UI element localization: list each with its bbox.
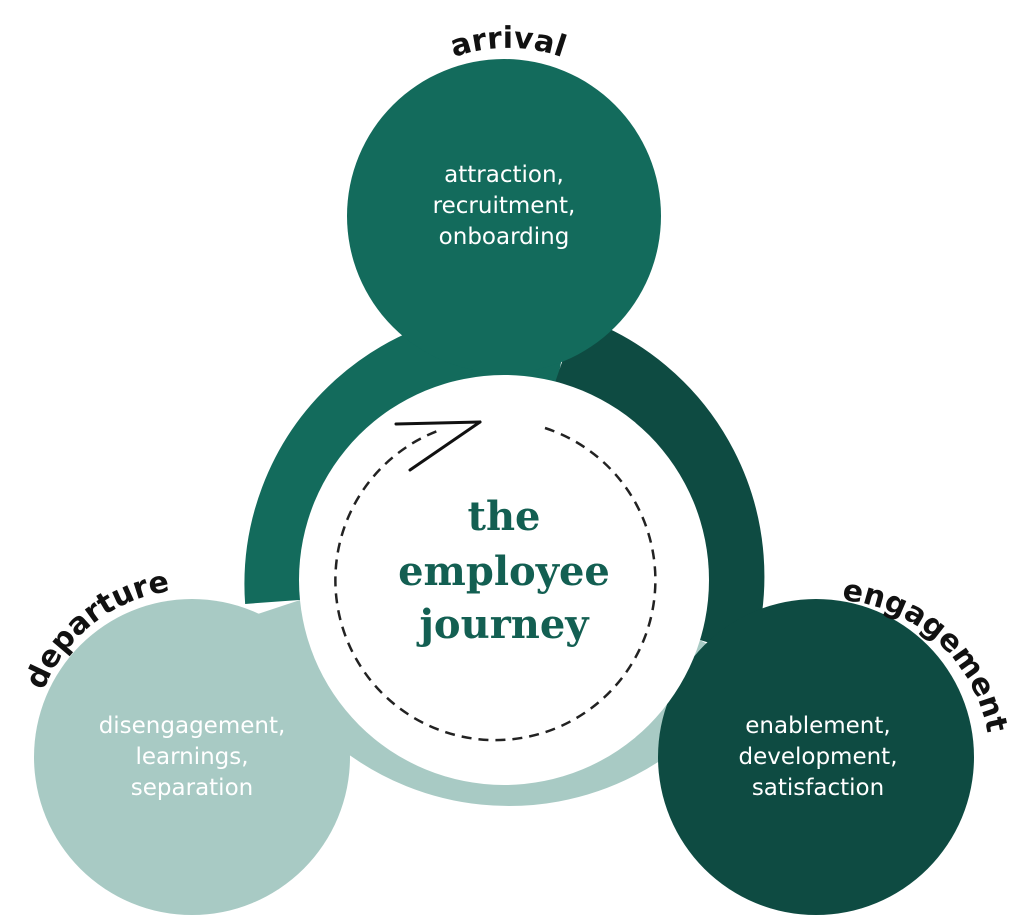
center-title-line-3: journey — [416, 601, 590, 648]
departure-line-1: disengagement, — [99, 713, 286, 739]
arrival-line-2: recruitment, — [433, 193, 576, 219]
engagement-line-3: satisfaction — [752, 775, 884, 801]
center-title-line-1: the — [467, 493, 540, 540]
cycle-arrow-icon — [394, 420, 482, 472]
dashed-cycle-path — [334, 426, 657, 742]
engagement-line-1: enablement, — [745, 713, 890, 739]
arrival-label: arrival — [446, 21, 570, 65]
center-title-line-2: employee — [398, 548, 610, 595]
engagement-line-2: development, — [738, 744, 897, 770]
ring-segment-engagement — [541, 315, 765, 656]
departure-bubble — [34, 599, 350, 915]
arrival-line-3: onboarding — [439, 224, 570, 250]
departure-line-3: separation — [131, 775, 253, 801]
arrival-line-1: attraction, — [444, 162, 564, 188]
departure-line-2: learnings, — [135, 744, 248, 770]
center-disc — [299, 375, 709, 785]
engagement-bubble — [658, 599, 974, 915]
arrival-bubble — [347, 59, 661, 373]
